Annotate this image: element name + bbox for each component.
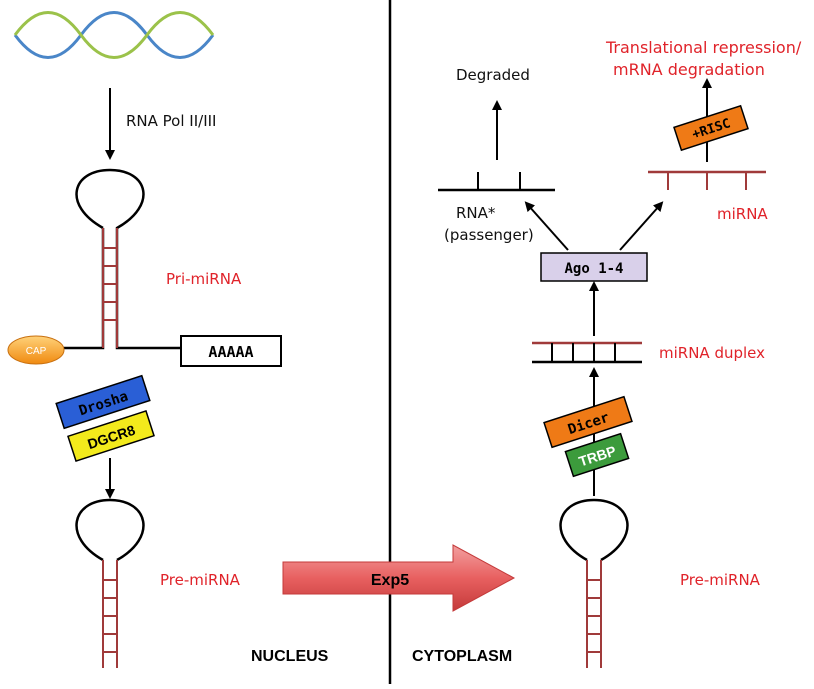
ago-to-passenger-arrow	[524, 201, 569, 251]
passenger-strand	[438, 172, 555, 192]
pre-mirna-hairpin-nucleus	[75, 498, 145, 668]
cytoplasm-region-label: CYTOPLASM	[412, 648, 513, 665]
cap-icon	[7, 335, 65, 365]
nucleus-region-label: NUCLEUS	[251, 648, 329, 665]
passenger-label-line2: (passenger)	[444, 226, 534, 244]
mature-mirna-strand	[648, 170, 766, 190]
degraded-label: Degraded	[456, 66, 530, 84]
outcome-label-line2: mRNA degradation	[613, 60, 765, 79]
mirna-duplex-label: miRNA duplex	[659, 344, 766, 362]
mirna-duplex	[532, 341, 642, 364]
pre-mirna-cytoplasm-label: Pre-miRNA	[680, 571, 760, 589]
exp5-export-arrow	[282, 544, 516, 612]
outcome-label-line1: Translational repression/	[606, 38, 802, 57]
exp5-label: Exp5	[371, 572, 409, 589]
cap-label: CAP	[26, 346, 47, 357]
pre-mirna-hairpin-cytoplasm	[559, 498, 629, 668]
pri-mirna-hairpin	[40, 168, 280, 350]
passenger-label-line1: RNA*	[456, 204, 496, 222]
ago-box	[540, 252, 648, 282]
pri-mirna-label: Pri-miRNA	[166, 270, 242, 288]
mirna-label: miRNA	[717, 205, 768, 223]
risc-complex: +RISC	[673, 104, 749, 152]
pre-mirna-nucleus-label: Pre-miRNA	[160, 571, 240, 589]
dna-helix-icon	[13, 11, 215, 59]
ago-label: Ago 1-4	[564, 261, 623, 277]
ago-to-mirna-arrow	[619, 201, 664, 251]
polya-tail-label: AAAAA	[208, 343, 253, 361]
polya-tail-box	[180, 335, 282, 367]
rna-pol-label: RNA Pol II/III	[126, 112, 217, 130]
trbp-protein: TRBP	[564, 432, 630, 478]
